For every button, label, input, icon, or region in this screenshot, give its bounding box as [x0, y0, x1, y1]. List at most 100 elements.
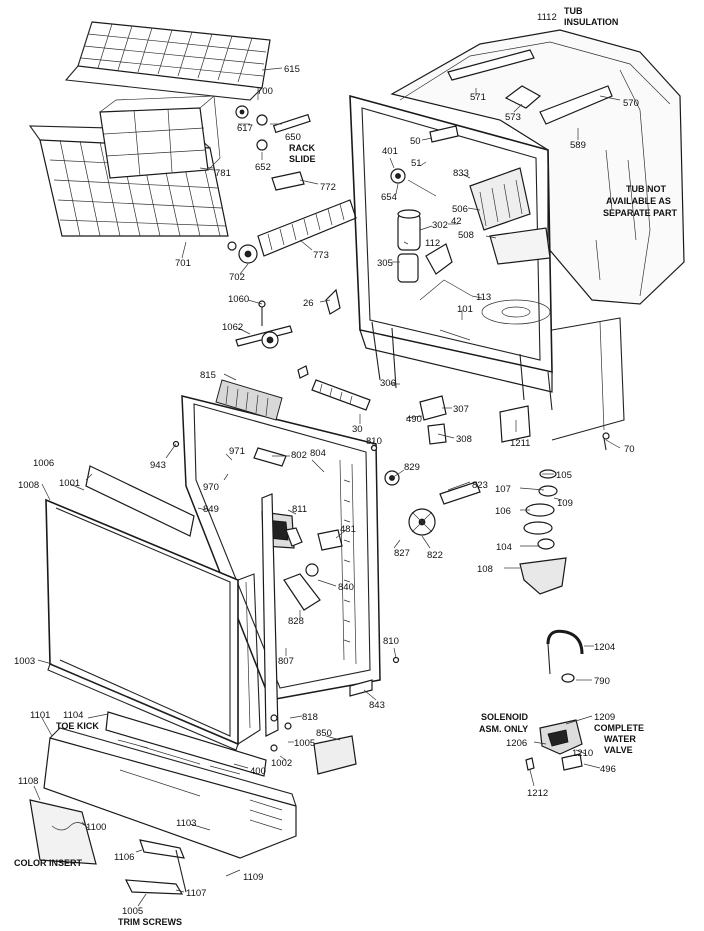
part-label: 1206 [506, 738, 527, 749]
part-label: 1005 [122, 906, 143, 917]
part-label: 1210 [572, 748, 593, 759]
part-label: 1104 [63, 710, 83, 721]
part-label: 810 [383, 636, 399, 647]
part-label: 113 [476, 292, 491, 303]
part-label: 810 [366, 436, 382, 447]
tub-not-available-note: SEPARATE PART [603, 208, 678, 218]
part-label: 51 [411, 158, 422, 169]
part-label: 108 [477, 564, 493, 575]
tub-insulation-note: INSULATION [564, 17, 618, 27]
part-label: 811 [292, 504, 307, 515]
part-label: 1005 [294, 738, 315, 749]
door-latch-parts [215, 379, 371, 611]
part-label: 589 [570, 140, 586, 151]
part-label: 106 [495, 506, 511, 517]
part-label: 849 [203, 504, 219, 515]
part-number-labels: 1112 615 700 617 650 652 781 772 701 702… [14, 12, 639, 917]
part-label: 701 [175, 258, 191, 269]
part-label: 970 [203, 482, 219, 493]
tub-not-available-note: AVAILABLE AS [606, 196, 671, 206]
rack-slide-rail [257, 199, 357, 257]
rack-slide-note: SLIDE [289, 154, 316, 164]
rack-rollers [227, 105, 311, 264]
part-label: 1006 [33, 458, 54, 469]
part-label: 807 [278, 656, 294, 667]
part-label: 107 [495, 484, 511, 495]
part-label: 30 [352, 424, 363, 435]
tub-not-available-note: TUB NOT [626, 184, 666, 194]
complete-valve-note: COMPLETE [594, 723, 644, 733]
part-label: 400 [250, 766, 266, 777]
part-label: 1109 [243, 872, 263, 883]
part-label: 828 [288, 616, 304, 627]
tub-insulation-note: TUB [564, 6, 583, 16]
part-label: 112 [425, 238, 440, 249]
part-label: 815 [200, 370, 216, 381]
rack-slide-note: RACK [289, 143, 315, 153]
part-label: 833 [453, 168, 469, 179]
silverware-basket [99, 95, 221, 179]
part-label: 70 [624, 444, 635, 455]
panel-fasteners [172, 440, 400, 775]
part-label: 773 [313, 250, 329, 261]
part-label: 42 [451, 216, 462, 227]
tub-frame [349, 94, 625, 441]
part-label: 506 [452, 204, 468, 215]
toe-kick-note: TOE KICK [56, 721, 99, 731]
leader-lines [33, 67, 621, 907]
part-label: 823 [472, 480, 488, 491]
complete-valve-note: VALVE [604, 745, 633, 755]
part-label: 308 [456, 434, 472, 445]
part-label: 1060 [228, 294, 249, 305]
part-label: 496 [600, 764, 616, 775]
part-label: 1101 [30, 710, 50, 721]
part-label: 971 [229, 446, 245, 457]
part-label: 1204 [594, 642, 615, 653]
part-label: 1107 [186, 888, 206, 899]
part-label: 790 [594, 676, 610, 687]
part-label: 109 [557, 498, 573, 509]
part-label: 101 [457, 304, 473, 315]
part-label: 700 [257, 86, 273, 97]
part-label: 1001 [59, 478, 80, 489]
trim-screws-note: TRIM SCREWS [118, 917, 182, 927]
door-outer-panel [45, 465, 279, 751]
part-label: 943 [150, 460, 166, 471]
part-label: 781 [215, 168, 231, 179]
part-label: 481 [340, 524, 356, 535]
part-label: 615 [284, 64, 300, 75]
part-label: 306 [380, 378, 396, 389]
part-label: 104 [496, 542, 512, 553]
part-label: 571 [470, 92, 486, 103]
part-label: 702 [229, 272, 245, 283]
part-label: 1211 [510, 438, 530, 449]
part-label: 1062 [222, 322, 243, 333]
part-label: 850 [316, 728, 332, 739]
solenoid-note: SOLENOID [481, 712, 529, 722]
part-label: 617 [237, 123, 253, 134]
door-inner-panel [181, 395, 381, 701]
complete-valve-note: WATER [604, 734, 636, 744]
part-label: 1100 [86, 822, 106, 833]
part-label: 1212 [527, 788, 548, 799]
solenoid-note: ASM. ONLY [479, 724, 528, 734]
part-label: 822 [427, 550, 443, 561]
part-label: 508 [458, 230, 474, 241]
part-label: 1103 [176, 818, 196, 829]
part-label: 1008 [18, 480, 39, 491]
part-label: 26 [303, 298, 314, 309]
spray-arm-parts [235, 288, 341, 379]
part-label: 570 [623, 98, 639, 109]
part-label: 1106 [114, 852, 134, 863]
color-insert-note: COLOR INSERT [14, 858, 83, 868]
part-label: 650 [285, 132, 301, 143]
part-label: 305 [377, 258, 393, 269]
part-label: 1108 [18, 776, 38, 787]
part-label: 401 [382, 146, 398, 157]
tub-interior-parts [390, 125, 551, 341]
part-label: 827 [394, 548, 410, 559]
upper-dish-rack [64, 21, 271, 101]
toe-kick-assembly [29, 711, 297, 895]
part-label: 804 [310, 448, 326, 459]
